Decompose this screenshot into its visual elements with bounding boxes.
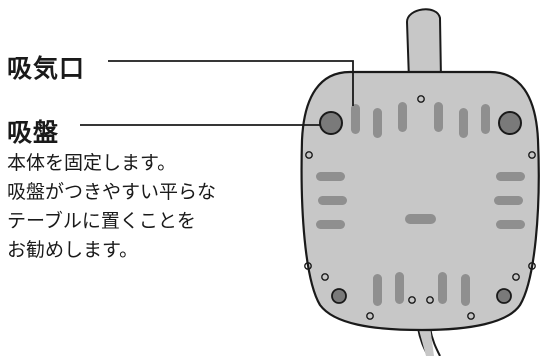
device-handle xyxy=(405,8,443,81)
description-line: 本体を固定します。 xyxy=(7,152,177,174)
device-body xyxy=(300,70,540,332)
power-cord-body xyxy=(418,326,434,356)
left-side-slots xyxy=(316,172,347,229)
suction-cup xyxy=(319,111,343,135)
description-line: テーブルに置くことを xyxy=(7,210,196,232)
center-slot xyxy=(405,214,436,224)
top-intake-slots xyxy=(351,102,490,138)
intake-leader-line xyxy=(108,60,354,106)
right-side-slots xyxy=(494,172,525,229)
description-line: お勧めします。 xyxy=(7,239,139,261)
suction-cup xyxy=(331,288,347,304)
screw-holes xyxy=(304,95,536,320)
suction-cup-description: 本体を固定します。 吸盤がつきやすい平らな テーブルに置くことを お勧めします。 xyxy=(7,149,216,265)
bottom-intake-slots xyxy=(373,272,470,306)
intake-label: 吸気口 xyxy=(7,54,86,83)
description-line: 吸盤がつきやすい平らな xyxy=(7,181,217,203)
suction-cup xyxy=(496,288,512,304)
suction-cup-label: 吸盤 xyxy=(7,118,60,147)
suction-cup xyxy=(498,111,522,135)
